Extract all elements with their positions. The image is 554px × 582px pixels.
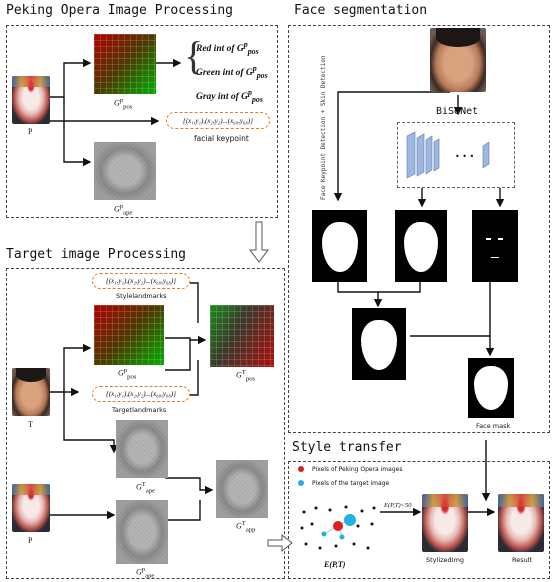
facial-keypoint-formula: {(x₁,y₁),(x₂,y₂)...(x₆₈,y₆₈)} bbox=[166, 112, 270, 129]
legend-red-dot bbox=[298, 466, 304, 472]
bisenet-dots: • • • bbox=[455, 152, 475, 161]
target-box bbox=[6, 268, 285, 579]
target-landmarks-label: Targetlandmarks bbox=[112, 406, 167, 414]
bisenet-network bbox=[406, 131, 490, 179]
face-mask-label: Face mask bbox=[476, 422, 511, 430]
ept-scatter bbox=[300, 505, 376, 550]
target-landmarks-formula: {(x₁,y₁),(x₂,y₂)...(x₆₈,y₆₈)} bbox=[92, 386, 190, 402]
keypoint-skin-detection-label: Face Keypoint Detection + Skin Detection bbox=[320, 55, 327, 201]
target-gape-t-label: GTape bbox=[136, 481, 156, 495]
gpos-label: Gppos bbox=[114, 97, 133, 111]
legend-blue-text: Pixels of the target image bbox=[312, 480, 390, 487]
legend-blue-dot bbox=[298, 480, 304, 486]
t-label: T bbox=[28, 420, 33, 429]
target-gpos-t-label: GTpos bbox=[236, 369, 256, 383]
mask-keypoint-skin bbox=[312, 210, 367, 282]
gape-image bbox=[94, 142, 156, 200]
target-gapp-image bbox=[216, 460, 268, 518]
target-gape-p-label: Gpape bbox=[136, 566, 155, 580]
mask-combined bbox=[352, 308, 406, 380]
face-seg-box bbox=[288, 25, 550, 433]
target-gapp-label: GTapp bbox=[236, 520, 256, 534]
bisenet-box bbox=[397, 122, 515, 188]
target-gpos-t-image bbox=[210, 305, 274, 367]
mask-bisenet-face bbox=[395, 210, 447, 282]
formula-lines: Red int of Gppos Green int of Gppos Gray… bbox=[196, 36, 268, 108]
ept-label: E(P,T) bbox=[324, 560, 346, 569]
legend-red-text: Pixels of Peking Opera images bbox=[312, 466, 403, 473]
style-box bbox=[288, 461, 550, 579]
p-label: P bbox=[28, 127, 33, 136]
target-p-image bbox=[12, 484, 50, 532]
style-landmarks-formula: {(x₁,y₁),(x₂,y₂)...(x₆₈,y₆₈)} bbox=[92, 273, 190, 289]
result-label: Result bbox=[512, 556, 533, 564]
result-image bbox=[498, 494, 544, 552]
facial-keypoint-label: facial keypoint bbox=[194, 134, 249, 143]
target-gape-t-image bbox=[116, 420, 168, 478]
mask-bisenet-features bbox=[472, 210, 518, 282]
stylized-image bbox=[422, 494, 468, 552]
target-gpos-p-label: Gppos bbox=[118, 367, 137, 381]
section-title-face-seg: Face segmentation bbox=[294, 3, 428, 18]
peking-opera-image bbox=[12, 76, 50, 124]
formula-green: Green int of Gppos bbox=[196, 64, 268, 81]
stylized-label: StylizedImg bbox=[426, 556, 465, 564]
target-gape-p-image bbox=[116, 500, 168, 564]
target-image bbox=[12, 368, 50, 416]
formula-brace: { bbox=[184, 33, 204, 78]
bisenet-label: BiSeNet bbox=[436, 106, 479, 117]
face-mask-image bbox=[468, 358, 514, 418]
section-title-peking: Peking Opera Image Processing bbox=[6, 3, 233, 18]
peking-box bbox=[6, 25, 278, 218]
gpos-image bbox=[94, 34, 156, 94]
ept-condition-label: E(P,T)<50 bbox=[384, 502, 412, 509]
formula-gray: Gray int of Gppos bbox=[196, 88, 263, 105]
target-p-label: P bbox=[28, 536, 33, 545]
formula-red: Red int of Gppos bbox=[196, 40, 259, 57]
gape-label: Gpape bbox=[114, 203, 133, 217]
section-title-style: Style transfer bbox=[292, 440, 402, 455]
section-title-target: Target image Processing bbox=[6, 247, 187, 262]
style-landmarks-label: Stylelandmarks bbox=[116, 292, 167, 300]
target-gpos-p-image bbox=[94, 305, 164, 365]
seg-input-face bbox=[430, 28, 486, 92]
